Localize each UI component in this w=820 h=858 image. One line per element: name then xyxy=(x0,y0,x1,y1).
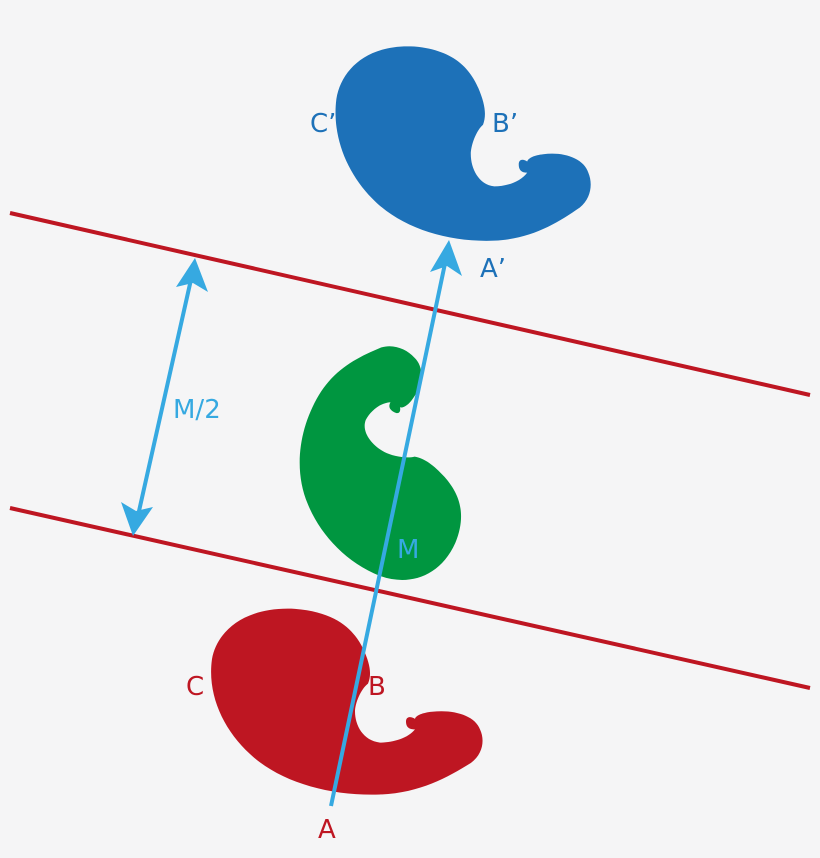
translation-arrow xyxy=(329,252,450,807)
label-b: B xyxy=(368,672,386,702)
lower-mirror-line xyxy=(9,506,811,690)
label-a: A xyxy=(318,815,336,845)
upper-mirror-line xyxy=(9,211,811,397)
image-shape xyxy=(335,46,591,241)
label-m: M xyxy=(397,535,419,565)
label-b-prime: B’ xyxy=(492,109,518,139)
label-c: C xyxy=(186,672,204,702)
label-c-prime: C’ xyxy=(310,109,336,139)
intermediate-shape xyxy=(256,324,525,601)
original-shape xyxy=(211,608,483,795)
translation-arrowhead xyxy=(430,240,462,276)
half-distance-arrowhead-top xyxy=(176,258,208,292)
half-distance-arrowhead-bottom xyxy=(121,502,153,536)
label-m-half: M/2 xyxy=(173,395,221,425)
half-distance-arrow xyxy=(135,274,194,521)
label-a-prime: A’ xyxy=(480,254,506,284)
